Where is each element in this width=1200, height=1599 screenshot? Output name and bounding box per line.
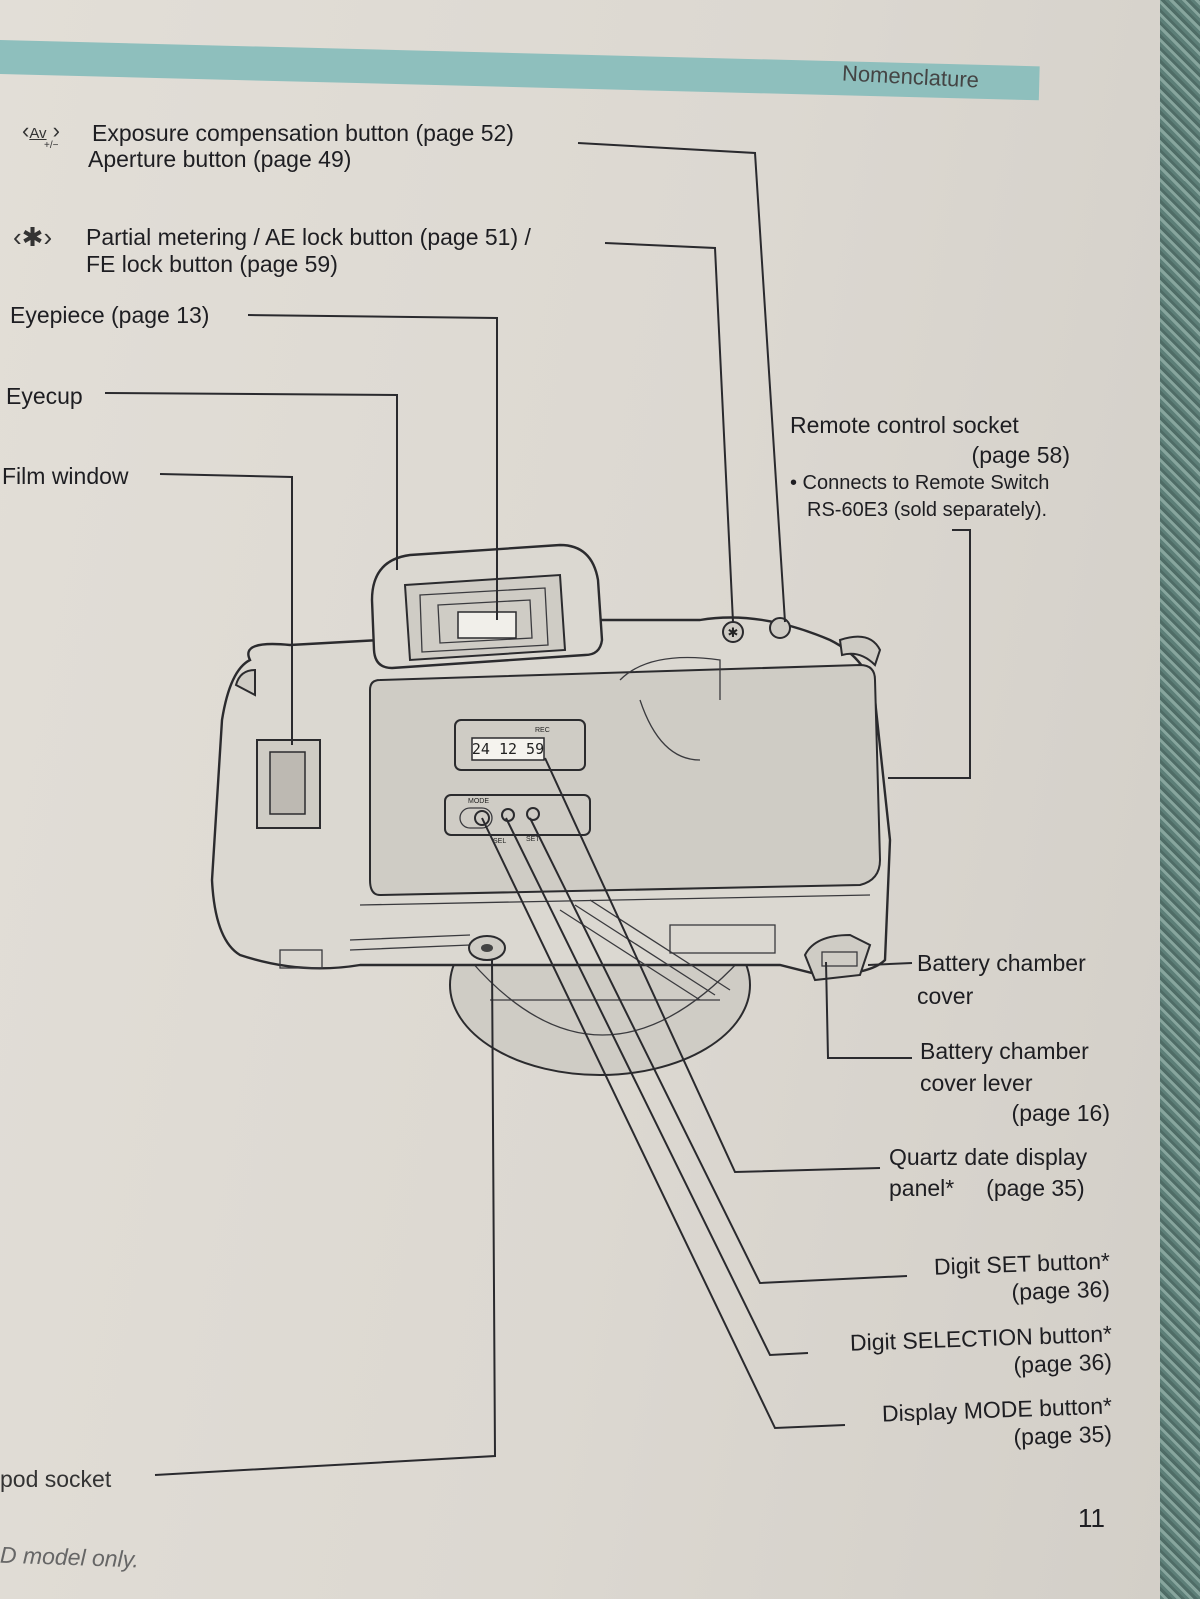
digit-set-button xyxy=(526,807,540,821)
remote-socket-page: (page 58) xyxy=(971,442,1070,468)
battery-cover-label-2: cover xyxy=(917,983,974,1009)
film-window-label: Film window xyxy=(2,463,129,489)
mode-label: MODE xyxy=(468,798,489,805)
remote-socket-label: Remote control socket xyxy=(790,412,1019,438)
av-sub-symbol: +/− xyxy=(44,140,59,151)
rec-label: REC xyxy=(535,727,550,734)
asterisk-icon: ‹✱› xyxy=(13,222,53,252)
av-symbol: Av xyxy=(29,125,47,142)
av-button-icon: ‹Av+/− › xyxy=(22,118,61,151)
quartz-display-label: Quartz date display xyxy=(889,1144,1088,1170)
battery-lever-label-2: cover lever xyxy=(920,1070,1033,1096)
film-window xyxy=(256,739,321,829)
quartz-date-display xyxy=(454,719,586,771)
eyepiece xyxy=(457,611,517,639)
partial-metering-label: Partial metering / AE lock button (page … xyxy=(86,224,531,250)
background-fabric xyxy=(1160,0,1200,1599)
eyecup xyxy=(370,543,604,670)
eyepiece-label: Eyepiece (page 13) xyxy=(10,302,210,328)
battery-chamber-cover xyxy=(803,933,872,982)
av-button xyxy=(769,617,791,639)
remote-note-line2: RS-60E3 (sold separately). xyxy=(807,499,1048,521)
page-number: 11 xyxy=(1078,1503,1105,1533)
fe-lock-label: FE lock button (page 59) xyxy=(86,251,338,277)
eyecup-label: Eyecup xyxy=(6,383,83,409)
aperture-label: Aperture button (page 49) xyxy=(88,146,352,172)
battery-lever-page: (page 16) xyxy=(1011,1100,1110,1126)
sel-label: SEL xyxy=(493,838,506,845)
set-label: SET xyxy=(526,836,540,843)
battery-lever-label: Battery chamber xyxy=(920,1038,1089,1064)
tripod-socket-label: pod socket xyxy=(0,1466,112,1492)
digit-selection-button xyxy=(501,808,515,822)
date-button-panel xyxy=(444,794,591,836)
leader-lines xyxy=(104,142,971,1476)
ae-lock-button-icon: ✱ xyxy=(728,625,739,640)
remote-note-line1: • Connects to Remote Switch xyxy=(790,472,1050,494)
date-readout: 24 12 59 xyxy=(472,740,544,758)
quartz-display-label-2: panel* (page 35) xyxy=(889,1175,1085,1201)
battery-cover-label: Battery chamber xyxy=(917,950,1086,976)
exposure-compensation-label: Exposure compensation button (page 52) xyxy=(92,120,514,146)
tripod-socket xyxy=(468,935,506,961)
